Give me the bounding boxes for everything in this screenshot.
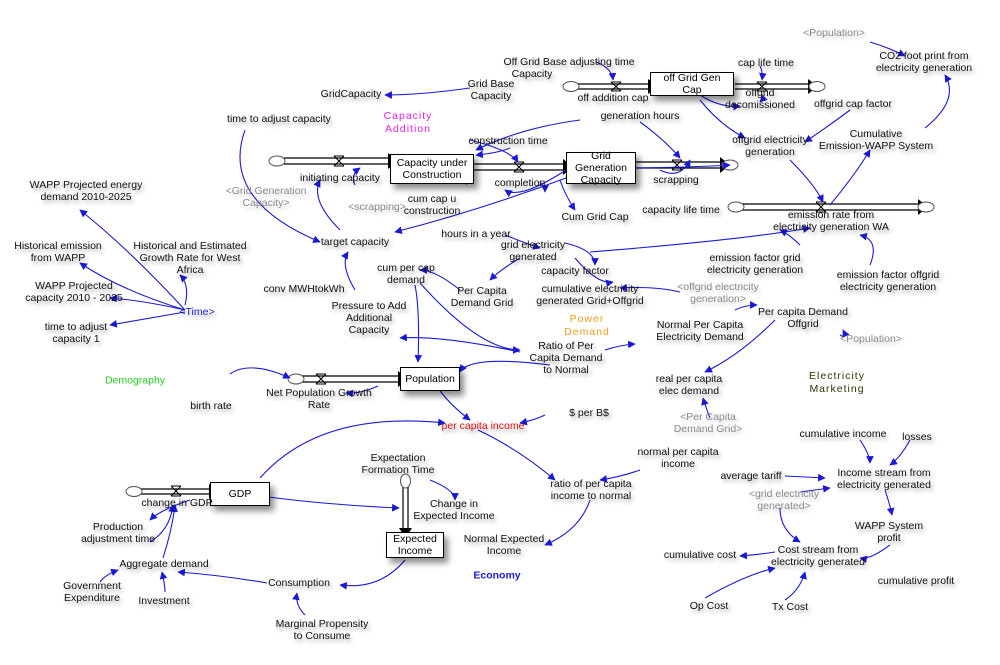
var-income-stream: Income stream from electricity generated xyxy=(837,467,931,491)
var-population-ghost-top: <Population> xyxy=(803,27,865,39)
var-ratio-per-capita-demand: Ratio of Per Capita Demand to Normal xyxy=(529,340,603,376)
stock-capacity-under-construction[interactable]: Capacity under Construction xyxy=(390,154,474,184)
stock-gdp[interactable]: GDP xyxy=(210,482,270,506)
var-cumulative-emission: Cumulative Emission-WAPP System xyxy=(818,128,934,152)
var-generation-hours: generation hours xyxy=(600,110,680,122)
var-co2-footprint: CO2 foot print from electricity generati… xyxy=(875,50,973,74)
var-dollar-per-billion: $ per B$ xyxy=(569,407,609,419)
var-investment: Investment xyxy=(138,595,190,607)
var-pressure-to-add-capacity: Pressure to Add Additional Capacity xyxy=(331,300,407,336)
var-scrapping-ghost: <scrapping> xyxy=(348,201,406,213)
var-cumulative-income: cumulative income xyxy=(799,428,887,440)
var-grid-generation-capacity-ghost: <Grid Generation Capacity> xyxy=(225,185,307,209)
var-cumulative-profit: cumulative profit xyxy=(877,575,955,587)
var-cum-grid-cap: Cum Grid Cap xyxy=(561,211,629,223)
var-emission-factor-offgrid: emission factor offgrid electricity gene… xyxy=(836,269,940,293)
var-offgrid-electricity-generation-ghost: <offgrid electricity generation> xyxy=(677,281,759,305)
var-birth-rate: birth rate xyxy=(190,400,232,412)
var-losses: losses xyxy=(902,431,932,443)
var-average-tariff: average tariff xyxy=(720,470,782,482)
var-cumulative-electricity-generated: cumulative electricity generated Grid+Of… xyxy=(536,283,644,307)
stock-offgrid-gen-cap[interactable]: off Grid Gen Cap xyxy=(650,72,734,96)
sector-power-demand: Power Demand xyxy=(564,313,610,338)
stock-grid-generation-capacity[interactable]: Grid Generation Capacity xyxy=(566,150,636,186)
var-emission-rate: emission rate from electricity generatio… xyxy=(773,209,889,233)
var-consumption: Consumption xyxy=(268,577,330,589)
var-wapp-system-profit: WAPP System profit xyxy=(854,520,924,544)
var-time-to-adjust-capacity: time to adjust capacity xyxy=(227,113,331,125)
stock-expected-income[interactable]: Expected Income xyxy=(386,532,444,558)
var-normal-per-capita-income: normal per capita income xyxy=(637,446,719,470)
var-expectation-formation-time: Expectation Formation Time xyxy=(361,452,435,476)
sector-electricity-marketing: Electricity Marketing xyxy=(809,370,865,395)
sector-capacity-addition: Capacity Addition xyxy=(383,110,433,135)
var-tx-cost: Tx Cost xyxy=(771,601,809,613)
flow-valves xyxy=(170,81,827,497)
var-real-per-capita-demand: real per capita elec demand xyxy=(655,373,723,397)
var-target-capacity: target capacity xyxy=(320,236,390,248)
var-completion: completion xyxy=(494,177,546,189)
var-time-to-adjust-capacity-1: time to adjust capacity 1 xyxy=(44,321,108,345)
sector-demography: Demography xyxy=(104,374,166,387)
var-grid-base-capacity: Grid Base Capacity xyxy=(467,78,515,102)
var-per-capita-demand-offgrid: Per capita Demand Offgrid xyxy=(758,306,848,330)
var-change-in-expected-income: Change in Expected Income xyxy=(413,498,495,522)
var-marginal-propensity: Marginal Propensity to Consume xyxy=(275,618,369,642)
var-conv-mwh-to-kwh: conv MWHtokWh xyxy=(263,283,345,295)
var-normal-expected-income: Normal Expected Income xyxy=(463,533,545,557)
var-offgrid-electricity-generation: offgrid electricity generation xyxy=(732,134,808,158)
var-off-addition-cap: off addition cap xyxy=(577,92,649,104)
var-op-cost: Op Cost xyxy=(689,600,729,612)
var-normal-per-capita-demand: Normal Per Capita Electricity Demand xyxy=(656,319,744,343)
var-historical-growth-rate: Historical and Estimated Growth Rate for… xyxy=(133,240,247,276)
causal-links xyxy=(79,41,952,616)
var-time-ghost: <Time> xyxy=(179,306,215,318)
var-production-adjustment-time: Production adjustment time xyxy=(80,521,156,545)
var-aggregate-demand: Aggregate demand xyxy=(119,558,209,570)
var-emission-factor-grid: emission factor grid electricity generat… xyxy=(706,252,804,276)
var-per-capita-demand-grid: Per Capita Demand Grid xyxy=(450,285,514,309)
var-population-ghost: <Population> xyxy=(840,333,902,345)
var-ratio-per-capita-income: ratio of per capita income to normal xyxy=(550,478,632,502)
var-grid-electricity-generated: grid electricity generated xyxy=(500,239,566,263)
var-capacity-top: Capacity xyxy=(511,68,553,80)
var-wapp-projected-capacity: WAPP Projected capacity 2010 - 2025 xyxy=(25,280,123,304)
var-offgrid-cap-factor: offgrid cap factor xyxy=(813,98,893,110)
var-scrapping: scrapping xyxy=(653,174,699,186)
var-cap-life-time: cap life time xyxy=(737,57,795,69)
var-cumulative-cost: cumulative cost xyxy=(663,549,737,561)
var-offgrid-decommissioned: offgrid decomissioned xyxy=(724,87,796,111)
var-capacity-factor: capacity factor xyxy=(541,265,609,277)
var-cum-cap-u-construction: cum cap u construction xyxy=(403,193,461,217)
var-construction-time: construction time xyxy=(468,135,548,147)
var-grid-electricity-generated-ghost: <grid electricity generated> xyxy=(748,488,820,512)
var-net-population-growth-rate: Net Population Growth Rate xyxy=(266,387,372,411)
var-initiating-capacity: initiating capacity xyxy=(300,172,380,184)
var-per-capita-income: per capita income xyxy=(441,420,525,432)
var-capacity-life-time: capacity life time xyxy=(642,204,720,216)
var-wapp-projected-energy-demand: WAPP Projected energy demand 2010-2025 xyxy=(29,179,143,203)
var-offgrid-base-adjusting-time: Off Grid Base adjusting time xyxy=(503,56,635,68)
var-per-capita-demand-grid-ghost: <Per Capita Demand Grid> xyxy=(673,411,743,435)
var-historical-emission: Historical emission from WAPP xyxy=(14,240,102,264)
var-hours-in-a-year: hours in a year xyxy=(441,228,511,240)
var-government-expenditure: Government Expenditure xyxy=(63,580,121,604)
stock-population[interactable]: Population xyxy=(400,367,460,391)
var-cost-stream: Cost stream from electricity generated xyxy=(771,544,865,568)
var-change-in-gdp: change in GDP xyxy=(141,497,213,509)
var-grid-capacity: GridCapacity xyxy=(320,88,382,100)
sector-economy: Economy xyxy=(473,569,521,582)
var-cum-per-cap-demand: cum per cap demand xyxy=(377,262,435,286)
